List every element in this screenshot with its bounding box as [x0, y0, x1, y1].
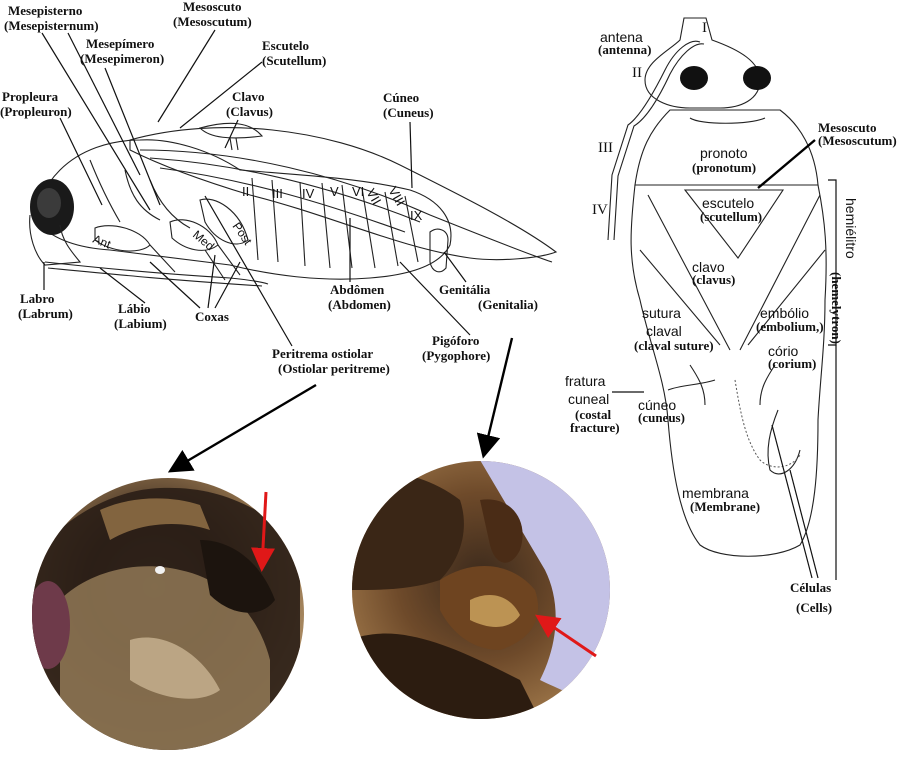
photo-genitalia-circle: [352, 461, 610, 719]
antenna-segment-label: IV: [592, 202, 608, 218]
segment-label: VII: [363, 186, 384, 207]
segment-label: VI: [352, 184, 364, 199]
label-escutelo-en: (Scutellum): [262, 53, 326, 68]
label-cuneo: Cúneo: [383, 90, 419, 105]
label-celulas: Células: [790, 580, 831, 595]
label-cuneal: cuneal: [568, 391, 609, 407]
segment-label: II: [242, 184, 249, 199]
label-mesepimero: Mesepímero: [86, 36, 154, 51]
label-labio-en: (Labium): [114, 316, 167, 331]
label-cuneo-dorsal: cúneo: [638, 397, 676, 413]
label-escutelo-dorsal-en: (scutellum): [700, 209, 762, 224]
label-mesoscuto: Mesoscuto: [183, 0, 242, 14]
label-clavo-dorsal: clavo: [692, 259, 725, 275]
dorsal-leader-lines: [612, 139, 819, 579]
label-embolio: embólio: [760, 305, 809, 321]
label-peritrema-en: (Ostiolar peritreme): [278, 361, 390, 376]
label-antena-en: (antenna): [598, 42, 651, 57]
lateral-view-drawing: [29, 122, 558, 287]
label-hemielitro-en: (hemelytron): [829, 272, 844, 344]
antenna-segment-label: I: [702, 20, 707, 36]
label-clavo-dorsal-en: (clavus): [692, 272, 735, 287]
label-sutura: sutura: [642, 305, 681, 321]
label-labro: Labro: [20, 291, 54, 306]
label-claval: claval: [646, 323, 682, 339]
label-mesepimero-en: (Mesepimeron): [80, 51, 164, 66]
label-mesepisterno: Mesepisterno: [8, 3, 82, 18]
label-fratura: fratura: [565, 373, 606, 389]
label-propleura-en: (Propleuron): [0, 104, 72, 119]
antenna-segment-label: III: [598, 140, 613, 156]
label-labio: Lábio: [118, 301, 151, 316]
label-clavo-en: (Clavus): [226, 104, 273, 119]
label-genitalia-en: (Genitalia): [478, 297, 538, 312]
lateral-labels: Mesepisterno (Mesepisternum) Mesoscuto (…: [0, 0, 538, 376]
label-pronoto-en: (pronotum): [692, 160, 756, 175]
label-pronoto: pronoto: [700, 145, 748, 161]
label-abdomen-en: (Abdomen): [328, 297, 391, 312]
label-genitalia: Genitália: [439, 282, 491, 297]
segment-label: IV: [302, 186, 315, 201]
label-corio-en: (corium): [768, 356, 816, 371]
label-mesoscuto-dorsal-en: (Mesoscutum): [818, 133, 897, 148]
label-mesoscuto-dorsal: Mesoscuto: [818, 120, 877, 135]
dorsal-labels: antena (antenna) I II III IV Mesoscuto (…: [565, 20, 897, 615]
label-escutelo-dorsal: escutelo: [702, 195, 754, 211]
label-membrana-en: (Membrane): [690, 499, 760, 514]
label-abdomen: Abdômen: [330, 282, 385, 297]
label-cuneo-dorsal-en: (cuneus): [638, 410, 685, 425]
label-membrana: membrana: [682, 485, 749, 501]
label-corio: cório: [768, 343, 799, 359]
antenna-segment-label: II: [632, 65, 642, 81]
lateral-leader-lines: [41, 29, 471, 347]
label-coxas: Coxas: [195, 309, 229, 324]
label-antena: antena: [600, 29, 643, 45]
label-pigoforo: Pigóforo: [432, 333, 479, 348]
label-ant: Ant: [91, 232, 114, 252]
dorsal-view-drawing: [607, 17, 837, 580]
label-costal: (costal: [575, 407, 611, 422]
label-peritrema: Peritrema ostiolar: [272, 346, 373, 361]
label-hemielitro: hemiélitro: [843, 198, 859, 259]
label-labro-en: (Labrum): [18, 306, 73, 321]
label-pigoforo-en: (Pygophore): [422, 348, 490, 363]
label-mesoscuto-en: (Mesoscutum): [173, 14, 252, 29]
pointer-arrows: [167, 337, 514, 473]
label-cuneo-en: (Cuneus): [383, 105, 434, 120]
label-celulas-en: (Cells): [796, 600, 832, 615]
segment-label: IX: [410, 208, 423, 223]
segment-label: III: [272, 186, 283, 201]
label-clavo: Clavo: [232, 89, 265, 104]
label-propleura: Propleura: [2, 89, 59, 104]
segment-label: V: [330, 184, 339, 199]
label-mesepisterno-en: (Mesepisternum): [4, 18, 99, 33]
label-fracture: fracture): [570, 420, 620, 435]
label-embolio-en: (embolium,): [756, 319, 824, 334]
label-escutelo: Escutelo: [262, 38, 309, 53]
label-sutura-en: (claval suture): [634, 338, 714, 353]
photo-peritreme-circle: [32, 478, 304, 750]
